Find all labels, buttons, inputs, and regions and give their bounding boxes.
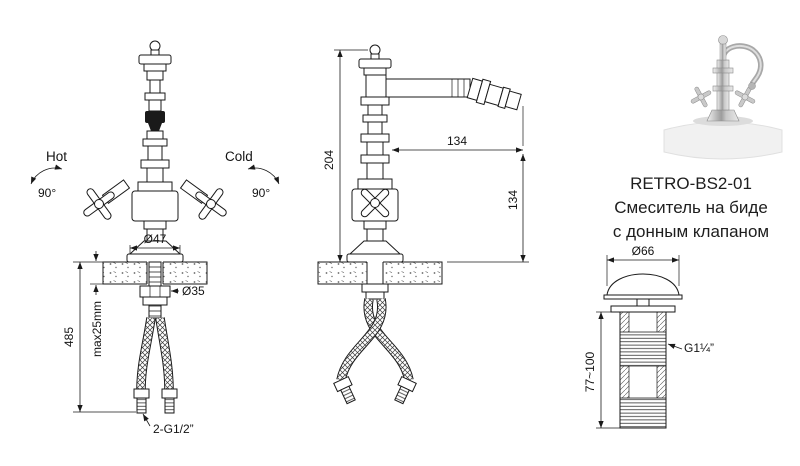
rotation-indicator-right: 90°: [247, 164, 280, 200]
front-view: Hot Cold 90° 90° Ø47 Ø35 485: [30, 40, 280, 436]
label-cold: Cold: [225, 149, 253, 164]
valve-body: [619, 311, 667, 429]
handle-hot: [83, 179, 131, 220]
bidet-ceramic: [663, 121, 783, 160]
label-hot: Hot: [46, 149, 67, 164]
rotation-left-label: 90°: [38, 186, 56, 200]
dim-height-485-label: 485: [62, 327, 76, 347]
product-name-line2: с донным клапаном: [612, 222, 770, 242]
dim-spout-reach-134: 134: [392, 106, 524, 153]
dim-height-range: 77~100: [583, 311, 620, 429]
rotation-indicator-left: 90°: [30, 164, 63, 200]
valve-cap: [606, 273, 680, 296]
dim-max-thickness-label: max25mm: [90, 301, 104, 357]
product-photo: [663, 35, 783, 160]
rotation-right-label: 90°: [252, 186, 270, 200]
hose-right-front: [155, 317, 178, 414]
mounting-deck-side: [317, 261, 443, 285]
column-side: [351, 96, 399, 242]
dim-shank-diameter: Ø35: [171, 284, 205, 298]
side-view: 204 134 134: [317, 44, 529, 405]
spout-front: [144, 70, 166, 131]
spout-side: [365, 74, 522, 111]
handle-cold: [179, 179, 227, 220]
hose-left-front: [133, 317, 156, 414]
drain-valve-drawing: Ø66 77~100 G1¼”: [583, 244, 714, 429]
dim-valve-thread: G1¼”: [667, 341, 714, 355]
aerator-front: [145, 111, 165, 123]
product-model: RETRO-BS2-01: [630, 174, 752, 193]
photo-handle-left: [690, 86, 712, 108]
dim-valve-thread-label: G1¼”: [684, 341, 714, 355]
product-caption: RETRO-BS2-01 Смеситель на биде с донным …: [591, 172, 791, 244]
hose-right-side: [333, 298, 387, 405]
dim-cap-diameter-label: Ø66: [632, 244, 655, 258]
dim-max-thickness: max25mm: [90, 251, 104, 357]
handle-side: [360, 188, 390, 218]
dim-outlet-height-label: 134: [506, 190, 520, 210]
product-name-line1: Смеситель на биде: [614, 198, 768, 218]
valve-flange: [610, 305, 676, 313]
dim-hose-thread-label: 2-G1/2”: [153, 422, 194, 436]
dim-height-485: 485: [62, 261, 136, 413]
column-front: [131, 130, 179, 242]
dim-height-range-label: 77~100: [583, 351, 597, 392]
dim-height-204-label: 204: [322, 150, 336, 170]
dim-spout-reach-label: 134: [447, 134, 467, 148]
dim-shank-diameter-label: Ø35: [182, 284, 205, 298]
dim-base-diameter: Ø47: [129, 232, 181, 254]
dim-height-204: 204: [318, 49, 368, 263]
aerator-side: [504, 90, 522, 111]
mounting-shank: [139, 261, 171, 319]
hose-left-side: [363, 298, 417, 405]
dim-hose-thread: 2-G1/2”: [142, 413, 194, 436]
dim-outlet-height-134: 134: [447, 154, 529, 263]
dim-cap-diameter: Ø66: [606, 244, 680, 286]
dim-base-diameter-label: Ø47: [144, 232, 167, 246]
base-flare-side: [348, 240, 402, 255]
